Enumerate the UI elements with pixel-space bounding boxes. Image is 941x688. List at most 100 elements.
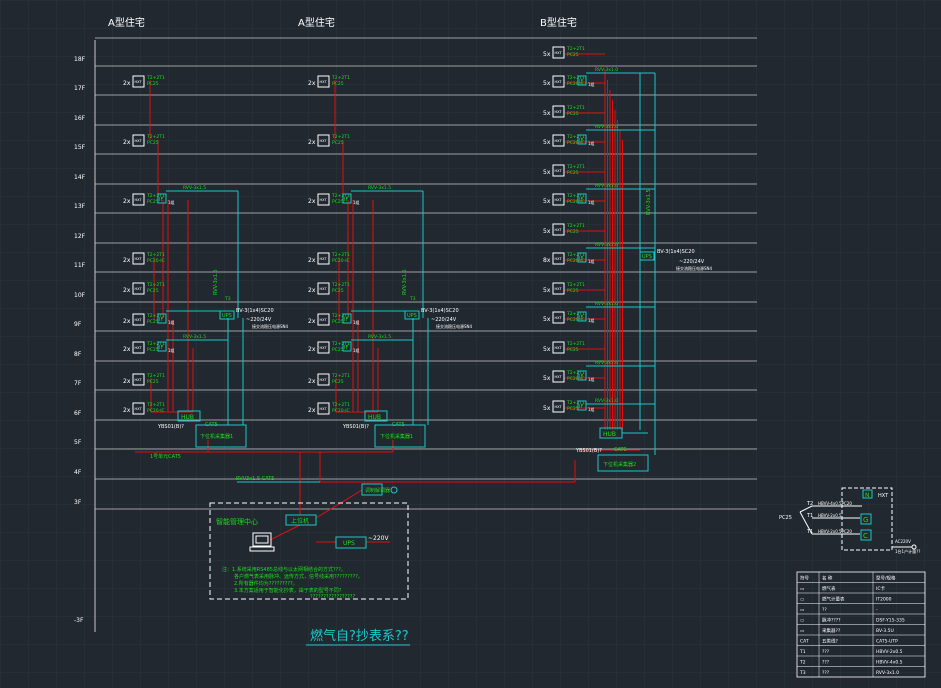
meter-cable-label: T2+2T1: [566, 400, 585, 406]
meter-count: 5x: [543, 169, 551, 176]
meter-count: 2x: [308, 287, 316, 294]
meter-box-label: HXT: [555, 110, 563, 114]
t3-label: T3: [224, 296, 231, 302]
detail-t2: T2: [806, 501, 813, 507]
floor-label: 4F: [74, 469, 82, 476]
interface-box: [342, 341, 352, 352]
legend-cell: IC卡: [876, 585, 885, 592]
bus-label: RVV-3x1.5: [183, 334, 206, 340]
meter-box-label: HXT: [555, 169, 563, 173]
collector-label: 下位机采集器1: [200, 433, 233, 440]
meter-pipe-label: PC25: [332, 81, 344, 87]
meter-box-label: HXT: [555, 405, 563, 409]
interface-group: 1组: [588, 317, 595, 323]
center-ups-label: UPS: [343, 540, 355, 547]
legend-cell: ▭: [800, 587, 804, 592]
collector-box: [195, 424, 247, 448]
gas-meter-icon: [132, 341, 145, 354]
gas-meter-icon: [552, 134, 565, 147]
legend-cell: ???: [822, 670, 830, 676]
meter-count: 2x: [123, 287, 131, 294]
hub-label: HUB: [181, 414, 194, 421]
meter-cable-label: T2+2T1: [566, 75, 585, 81]
meter-box-label: HXT: [135, 407, 143, 411]
legend-cell: T1: [799, 649, 806, 655]
interface-label: IF: [344, 345, 348, 351]
center-title: 智能管理中心: [216, 517, 258, 526]
legend-cell: ▭: [800, 598, 804, 603]
interface-box: [577, 134, 587, 145]
detail-ac: AC220V: [895, 539, 911, 544]
meter-pipe-label: PC25: [147, 288, 159, 294]
meter-cable-label: T2+2T1: [566, 282, 585, 288]
meter-cable-label: T2+2T1: [566, 252, 585, 258]
floor-label: 13F: [74, 203, 86, 210]
legend-cell: 燃气表: [822, 585, 836, 592]
modem-label: 调制解调器: [365, 487, 390, 494]
bus-label: RVV-3x1.5: [368, 185, 391, 191]
legend-cell: T2: [799, 660, 806, 666]
power-cable-label: BV-3(1x4)SC20: [657, 249, 695, 255]
note-4: 3.本方案适用于智能化抄表，由于表的型号不同?: [234, 587, 342, 594]
interface-group: 1组: [353, 199, 360, 205]
detail-hxt: HXT: [878, 493, 889, 499]
legend-cell: 采集器??: [822, 627, 841, 634]
riser-label: RVV-3x1.5: [402, 269, 408, 295]
meter-pipe-label: PC25: [147, 199, 159, 205]
voltage-label: ~220/24V: [679, 259, 705, 265]
meter-box-label: HXT: [555, 346, 563, 350]
meter-cable-label: T2+2T1: [146, 252, 165, 258]
gas-meter-icon: [552, 75, 565, 88]
floor-label: 8F: [74, 351, 82, 358]
meter-count: 2x: [308, 318, 316, 325]
interface-label: IF: [579, 315, 583, 321]
ups-box: [404, 310, 420, 320]
meter-pipe-label: PC25: [567, 347, 579, 353]
legend-cell: HBVV-4x0.5: [876, 660, 903, 666]
interface-label: IF: [344, 197, 348, 203]
gas-meter-icon: [552, 341, 565, 354]
legend-cell: HBVV-2x0.5: [876, 649, 903, 655]
legend-cell: ▭: [800, 619, 804, 624]
bus-label: RVV-3x1.0: [595, 124, 618, 130]
detail-t1b: T1: [806, 529, 813, 535]
hub-box: [364, 410, 388, 422]
meter-count: 8x: [543, 257, 551, 264]
power-note: 接交流稳压电源SN4: [436, 323, 473, 329]
collector-box: [597, 454, 649, 472]
interface-group: 1组: [588, 140, 595, 146]
interface-label: IF: [159, 197, 163, 203]
interface-box: [157, 193, 167, 204]
meter-cable-label: T2+2T1: [146, 373, 165, 379]
meter-count: 2x: [123, 346, 131, 353]
wire-red: [269, 524, 301, 541]
meter-box-label: HXT: [320, 139, 328, 143]
meter-count: 5x: [543, 51, 551, 58]
meter-pipe-label: PC25: [567, 288, 579, 294]
hub-group-a2: HUB CAT5 UPS BV-3(1x4)SC20 ~220/24V 接交流稳…: [342, 269, 473, 448]
legend-cell: ??: [822, 607, 827, 613]
ups-box: [219, 310, 235, 320]
legend-cell: IT2000: [876, 597, 892, 603]
floor-label: 3F: [74, 499, 82, 506]
meter-box-label: HXT: [135, 80, 143, 84]
meter-cable-label: T2+2T1: [566, 164, 585, 170]
interface-label: IF: [579, 138, 583, 144]
meter-pipe-label: PC25: [567, 170, 579, 176]
legend-cell: CAT5-UTP: [876, 639, 898, 645]
interface-box: [157, 313, 167, 324]
meter-box-label: HXT: [555, 316, 563, 320]
interface-box: [577, 370, 587, 381]
hub-box: [599, 427, 623, 439]
meter-pipe-label: PC20-IC: [567, 140, 585, 146]
hub-group-a1: HUB CAT5 UPS BV-3(1x4)SC20 ~220/24V 接交流稳…: [150, 269, 289, 460]
meter-pipe-label: PC20-IC: [147, 408, 165, 414]
meter-count: 2x: [308, 257, 316, 264]
meter-pipe-label: PC25: [567, 52, 579, 58]
legend-cell: RVV-3x1.0: [876, 670, 899, 676]
gas-meter-icon: [132, 134, 145, 147]
network-label: YBS01(B)?: [575, 448, 602, 454]
floor-label: 16F: [74, 115, 86, 122]
bus-label: RVV-3x1.0: [595, 398, 618, 404]
voltage-label: ~220/24V: [246, 317, 272, 323]
